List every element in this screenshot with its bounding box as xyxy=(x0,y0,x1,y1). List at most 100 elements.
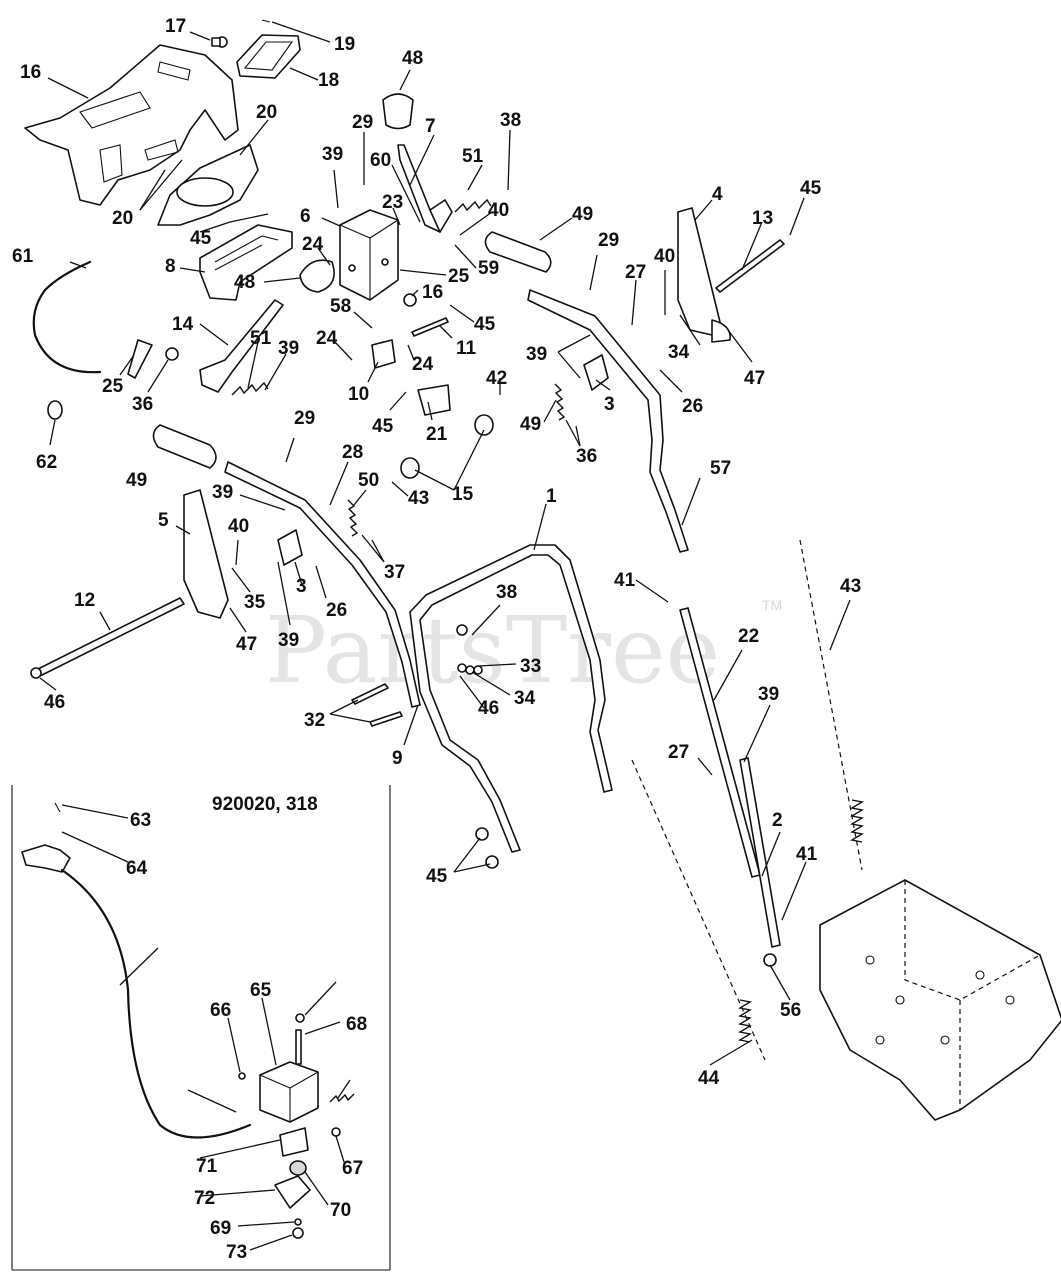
callout-27-left: 28 xyxy=(342,442,363,463)
part-51-spring-lower[interactable] xyxy=(231,381,269,396)
callout-11: 11 xyxy=(456,338,477,359)
callout-10: 10 xyxy=(348,384,369,405)
callout-34-right: 34 xyxy=(668,342,690,363)
callout-57: 61 xyxy=(12,246,34,267)
part-5-side-plate-left[interactable] xyxy=(183,489,229,619)
callout-39-c: 39 xyxy=(212,482,233,503)
part-48-knob-top[interactable] xyxy=(382,93,414,130)
part-60-lever-handle[interactable] xyxy=(21,844,71,873)
callout-18: 17 xyxy=(165,16,186,37)
part-43-cable-lower[interactable] xyxy=(631,759,766,1061)
part-68-bracket[interactable] xyxy=(274,1175,311,1209)
callout-38-top: 38 xyxy=(500,110,521,131)
callout-24-d: 24 xyxy=(412,354,434,375)
callout-46: 46 xyxy=(478,698,499,719)
part-44-nuts[interactable] xyxy=(475,827,499,869)
callout-54: 58 xyxy=(330,296,351,317)
callout-59: 63 xyxy=(130,810,151,831)
callout-7: 7 xyxy=(425,116,436,137)
callout-39-b: 39 xyxy=(526,344,547,365)
part-21-decal-panel[interactable] xyxy=(157,144,259,226)
callout-17: 16 xyxy=(20,62,41,83)
part-20-pin[interactable] xyxy=(261,19,271,23)
part-62-pin[interactable] xyxy=(238,1072,246,1080)
part-4-side-plate-right[interactable] xyxy=(677,207,731,343)
callout-45-c: 45 xyxy=(474,314,496,335)
callout-1: 1 xyxy=(546,486,557,507)
callout-24-a: 23 xyxy=(382,192,403,213)
callout-34-left: 35 xyxy=(244,592,266,613)
part-69-nut[interactable] xyxy=(292,1227,304,1239)
callout-36-left: 37 xyxy=(384,562,405,583)
part-53-handle-right-upper[interactable] xyxy=(527,289,689,553)
callout-53: 57 xyxy=(710,458,731,479)
part-70-nut[interactable] xyxy=(295,1013,305,1023)
part-64-stud[interactable] xyxy=(295,1029,302,1065)
part-51-spring-upper[interactable] xyxy=(454,198,492,213)
callout-56: 60 xyxy=(370,150,391,171)
callout-28: 27 xyxy=(668,742,689,763)
auger-housing xyxy=(819,879,1061,1121)
part-67-bracket[interactable] xyxy=(279,1127,309,1157)
part-17-console-cover[interactable] xyxy=(24,44,239,206)
callout-32: 33 xyxy=(520,656,541,677)
part-35-nut-left[interactable] xyxy=(165,347,179,361)
part-50-spring-left[interactable] xyxy=(347,499,359,537)
part-63-nut[interactable] xyxy=(331,1127,341,1137)
part-49-grip-left[interactable] xyxy=(152,424,217,469)
part-73-cable[interactable] xyxy=(60,868,252,1139)
part-11-pin[interactable] xyxy=(411,317,449,337)
callout-6: 6 xyxy=(300,206,311,227)
callout-47-left: 47 xyxy=(236,634,257,655)
part-6-control-box[interactable] xyxy=(339,209,399,301)
part-12-rod[interactable] xyxy=(30,597,185,679)
part-hardware-cluster[interactable] xyxy=(456,624,483,675)
part-71-spring[interactable] xyxy=(329,1093,355,1103)
callout-52: 56 xyxy=(780,1000,801,1021)
part-9-handle-left[interactable] xyxy=(224,461,421,708)
part-59-pin[interactable] xyxy=(54,802,61,813)
callout-39-d: 39 xyxy=(278,630,299,651)
callout-22: 21 xyxy=(426,424,448,445)
part-16-nut[interactable] xyxy=(403,293,417,307)
callout-19: 18 xyxy=(318,70,339,91)
watermark: PartsTree TM xyxy=(265,597,782,704)
part-19-lens[interactable] xyxy=(236,34,301,79)
part-50-spring-right[interactable] xyxy=(554,383,566,421)
callout-4: 4 xyxy=(712,184,723,205)
part-18-screw[interactable] xyxy=(211,36,228,48)
callout-3-left: 3 xyxy=(296,576,307,597)
part-61-control-block[interactable] xyxy=(259,1061,319,1123)
part-13-rod[interactable] xyxy=(715,239,785,293)
part-25-bolt-left[interactable] xyxy=(127,339,153,379)
part-57-cable[interactable] xyxy=(32,260,102,374)
part-22-bracket[interactable] xyxy=(417,384,451,416)
callout-60: 64 xyxy=(126,858,148,879)
callout-37: 38 xyxy=(496,582,517,603)
part-14-lever-arm[interactable] xyxy=(199,299,284,393)
part-3-switch-left[interactable] xyxy=(277,529,303,566)
callout-23: 22 xyxy=(738,626,759,647)
part-2-rod[interactable] xyxy=(739,757,781,967)
callout-25-b: 25 xyxy=(448,266,470,287)
part-48-knob-left[interactable] xyxy=(299,259,335,293)
part-10-bracket[interactable] xyxy=(371,339,396,369)
callout-49-left: 49 xyxy=(126,470,147,491)
part-65-washer[interactable] xyxy=(294,1218,302,1226)
part-3-switch-right[interactable] xyxy=(583,354,609,391)
callout-35: 36 xyxy=(132,394,153,415)
callout-24-c: 24 xyxy=(316,328,338,349)
part-7-shift-lever[interactable] xyxy=(397,144,453,233)
part-49-grip-right[interactable] xyxy=(484,231,552,273)
callout-12: 12 xyxy=(74,590,95,611)
part-43-cable-right[interactable] xyxy=(799,539,864,871)
part-58-grommet[interactable] xyxy=(47,400,63,420)
part-1-main-handle[interactable] xyxy=(409,544,613,853)
part-15-roller[interactable] xyxy=(400,414,494,479)
callout-44: 45 xyxy=(426,866,448,887)
part-66-roller[interactable] xyxy=(289,1160,307,1176)
part-8-bracket-panel[interactable] xyxy=(199,224,293,301)
callout-15: 15 xyxy=(452,484,474,505)
callout-63: 67 xyxy=(342,1158,363,1179)
